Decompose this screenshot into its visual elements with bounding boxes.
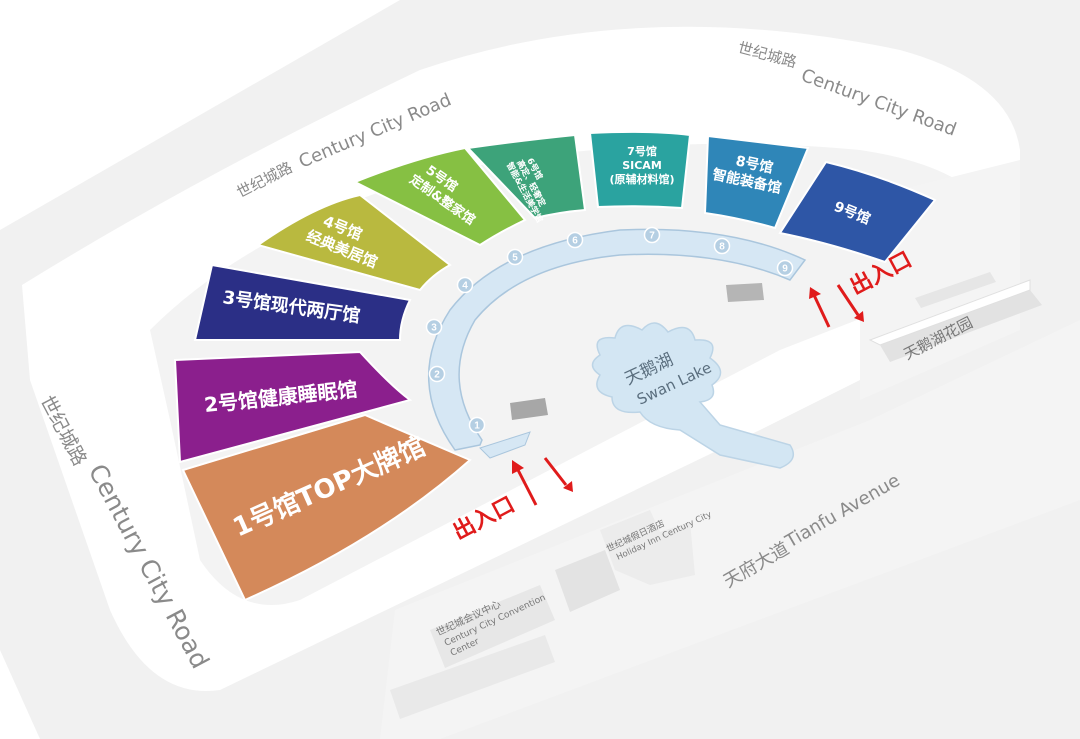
exhibition-halls: [173, 130, 937, 602]
ring-number-9: 9: [782, 264, 788, 275]
ring-number-4: 4: [462, 281, 468, 292]
hall-7[interactable]: [588, 130, 692, 210]
ring-number-6: 6: [572, 236, 578, 247]
ring-marker-4: [456, 276, 474, 294]
hall-8[interactable]: [703, 134, 810, 230]
hall-4[interactable]: [255, 193, 452, 292]
corridor-ring: [427, 228, 807, 459]
ring-number-1: 1: [474, 421, 480, 432]
hall-3[interactable]: [193, 263, 412, 341]
ring-marker-7: [643, 226, 661, 244]
ring-marker-8: [713, 237, 731, 255]
ring-number-7: 7: [649, 231, 655, 242]
ring-marker-9: [776, 259, 794, 277]
ring-number-3: 3: [431, 323, 437, 334]
exit-east-arrows: [809, 284, 864, 328]
ring-marker-6: [566, 231, 584, 249]
ring-number-2: 2: [434, 370, 440, 381]
hall-2[interactable]: [173, 350, 413, 464]
ring-marker-2: [428, 365, 446, 383]
ring-number-8: 8: [719, 242, 725, 253]
hall-9[interactable]: [778, 160, 937, 264]
ring-number-5: 5: [512, 253, 518, 264]
hall-5[interactable]: [352, 146, 527, 247]
ring-numbers: 1 2 3 4 5 6 7 8 9: [425, 226, 794, 434]
ring-marker-1: [468, 416, 486, 434]
hall-6[interactable]: [465, 133, 587, 220]
exit-south-arrows: [512, 457, 573, 506]
swan-lake: 天鹅湖 Swan Lake: [591, 322, 795, 469]
ring-marker-5: [506, 248, 524, 266]
hall-1[interactable]: [181, 413, 472, 602]
ring-marker-3: [425, 318, 443, 336]
